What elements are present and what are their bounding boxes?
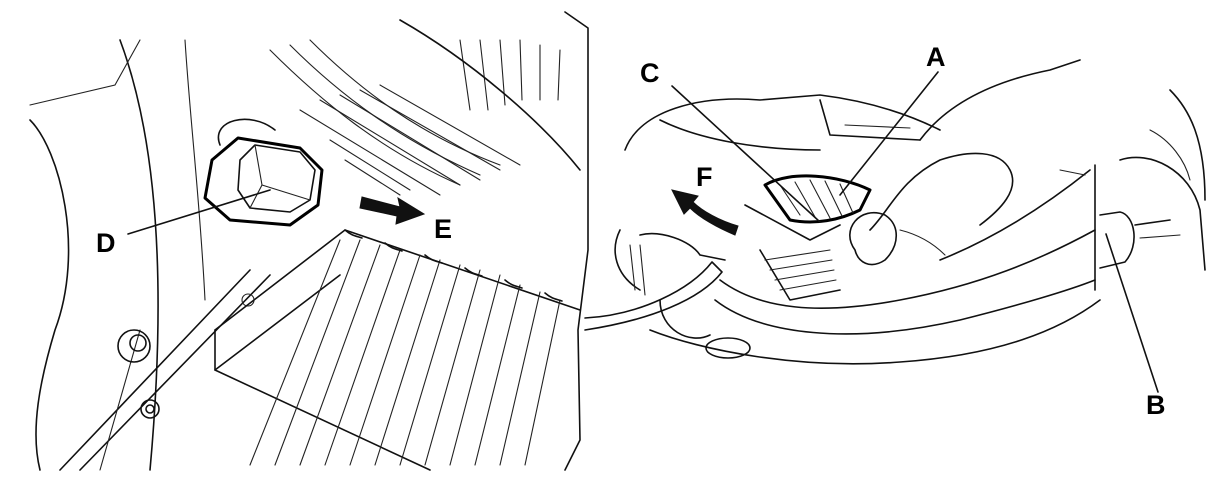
label-d: D — [96, 228, 116, 258]
wall-edge — [29, 39, 141, 106]
leader-d — [127, 189, 271, 235]
labels: D E C A F B — [96, 42, 1166, 420]
arrow-f — [671, 189, 739, 236]
label-e: E — [434, 214, 452, 244]
label-a: A — [926, 42, 946, 72]
upper-louvres — [269, 19, 581, 196]
wall-curve — [29, 119, 70, 471]
wall-curve — [119, 39, 159, 471]
wall-edge — [184, 39, 206, 301]
leader-lines — [127, 71, 1159, 393]
left-panel-closeup — [29, 11, 723, 471]
filter-cartridge-closeup — [214, 229, 581, 471]
knob — [203, 118, 324, 227]
arrow-e — [359, 196, 426, 225]
label-c: C — [640, 58, 660, 88]
panel-divider — [564, 11, 589, 471]
filter-element — [744, 174, 872, 301]
label-b: B — [1146, 390, 1166, 420]
right-panel-overview — [614, 59, 1206, 365]
lever — [1099, 89, 1206, 271]
leader-a — [839, 71, 939, 196]
callout-connector — [584, 261, 723, 331]
leader-b — [1105, 233, 1159, 393]
leader-c — [671, 85, 821, 223]
rails — [59, 269, 271, 471]
label-f: F — [696, 162, 713, 192]
